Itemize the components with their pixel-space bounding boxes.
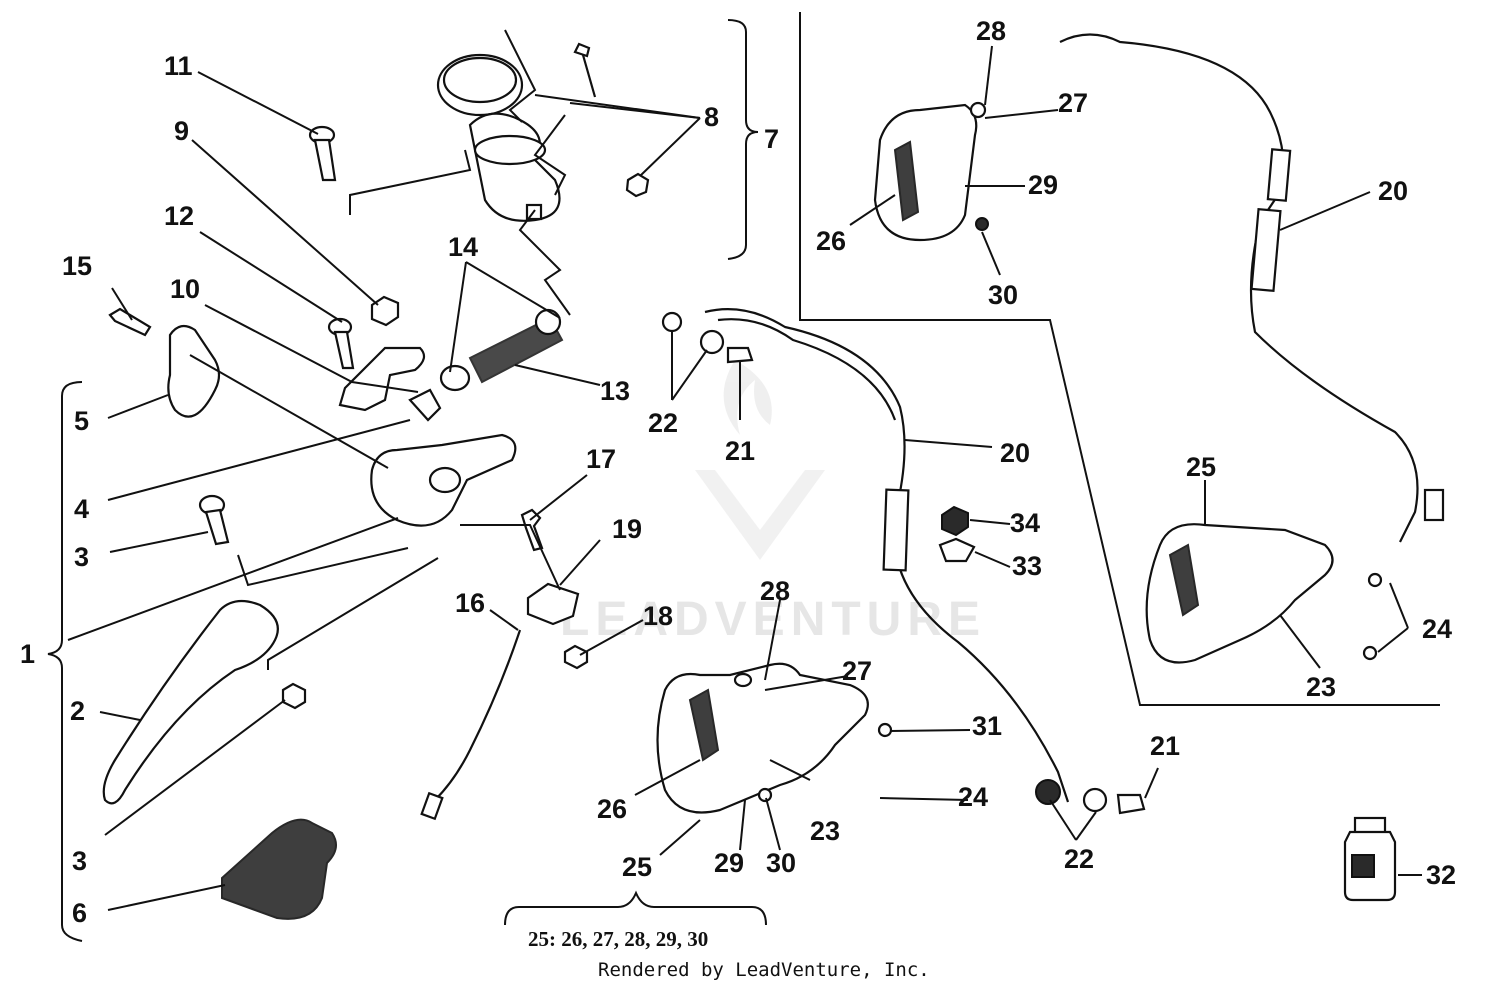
render-credit: Rendered by LeadVenture, Inc. [598, 959, 930, 981]
reservoir-assembly [436, 53, 561, 222]
callout-2: 2 [70, 696, 85, 726]
callout-23-center: 23 [810, 816, 840, 846]
callout-12: 12 [164, 201, 194, 231]
bracket-7 [727, 19, 759, 260]
callout-13: 13 [600, 376, 630, 406]
callout-6: 6 [72, 898, 87, 928]
callout-16: 16 [455, 588, 485, 618]
screw-11 [308, 125, 337, 182]
callout-10: 10 [170, 274, 200, 304]
callout-labels: 11 9 12 15 10 5 4 3 1 2 3 6 8 7 14 13 17… [20, 16, 1456, 928]
callout-23-inset: 23 [1306, 672, 1336, 702]
callout-28-center: 28 [760, 576, 790, 606]
callout-7: 7 [764, 124, 779, 154]
callout-26-inset: 26 [816, 226, 846, 256]
master-cylinder-body [370, 388, 517, 527]
lever-2 [102, 599, 279, 805]
callout-29-inset: 29 [1028, 170, 1058, 200]
nut-9 [370, 295, 400, 327]
screw-8 [573, 42, 650, 198]
callout-22-lower: 22 [1064, 844, 1094, 874]
callout-22-upper: 22 [648, 408, 678, 438]
bracket-1 [47, 381, 83, 942]
caliper-25-inset [1145, 523, 1383, 664]
callout-15: 15 [62, 251, 92, 281]
leader-lines [67, 45, 1422, 911]
hose-13 [439, 308, 564, 392]
callout-33: 33 [1012, 551, 1042, 581]
callout-24-center: 24 [958, 782, 988, 812]
callout-31: 31 [972, 711, 1002, 741]
screw-15 [108, 307, 152, 337]
callout-17: 17 [586, 444, 616, 474]
inset-frame [799, 12, 1440, 706]
caliper-26-inset [873, 101, 989, 242]
callout-9: 9 [174, 116, 189, 146]
callout-4: 4 [74, 494, 89, 524]
watermark-logo [695, 360, 825, 560]
callout-25-center: 25 [622, 852, 652, 882]
callout-18: 18 [643, 601, 673, 631]
watermark-text: LEADVENTURE [560, 593, 986, 646]
screw-12 [327, 317, 355, 370]
callout-26-center: 26 [597, 794, 627, 824]
nut-3-lower [281, 682, 307, 710]
caliper-25-center [656, 662, 893, 814]
callout-3-upper: 3 [74, 542, 89, 572]
callout-28-inset: 28 [976, 16, 1006, 46]
nut-18 [563, 644, 589, 670]
callout-19: 19 [612, 514, 642, 544]
callout-29-center: 29 [714, 848, 744, 878]
bleeder-34 [941, 505, 969, 537]
callout-32: 32 [1426, 860, 1456, 890]
callout-21-lower: 21 [1150, 731, 1180, 761]
footer-bracket [504, 890, 767, 926]
brake-hose-20-center [704, 308, 1070, 803]
callout-20-inset: 20 [1378, 176, 1408, 206]
washer-22-lower [1035, 779, 1146, 815]
callout-27-center: 27 [842, 656, 872, 686]
holder-5 [167, 324, 221, 418]
callout-11: 11 [164, 51, 193, 81]
callout-14: 14 [448, 232, 478, 262]
callout-20-center: 20 [1000, 438, 1030, 468]
callout-30-inset: 30 [988, 280, 1018, 310]
callout-5: 5 [74, 406, 89, 436]
kit-contents-note: 25: 26, 27, 28, 29, 30 [528, 927, 708, 951]
brake-fluid-bottle-32 [1343, 816, 1397, 902]
callout-27-inset: 27 [1058, 88, 1088, 118]
cap-33 [938, 537, 976, 563]
washer-22-upper [661, 311, 754, 364]
callout-24-inset: 24 [1422, 614, 1452, 644]
callout-3-lower: 3 [72, 846, 87, 876]
brake-hose-20-inset [1059, 33, 1445, 543]
switch-16 [420, 582, 580, 821]
callout-8: 8 [704, 102, 719, 132]
bracket-10 [338, 346, 426, 412]
bolt-3-upper [198, 494, 230, 546]
callout-30-center: 30 [766, 848, 796, 878]
callout-25-inset: 25 [1186, 452, 1216, 482]
callout-34: 34 [1010, 508, 1040, 538]
footrest-6 [221, 818, 337, 920]
callout-1: 1 [20, 639, 35, 669]
callout-21-upper: 21 [725, 436, 755, 466]
